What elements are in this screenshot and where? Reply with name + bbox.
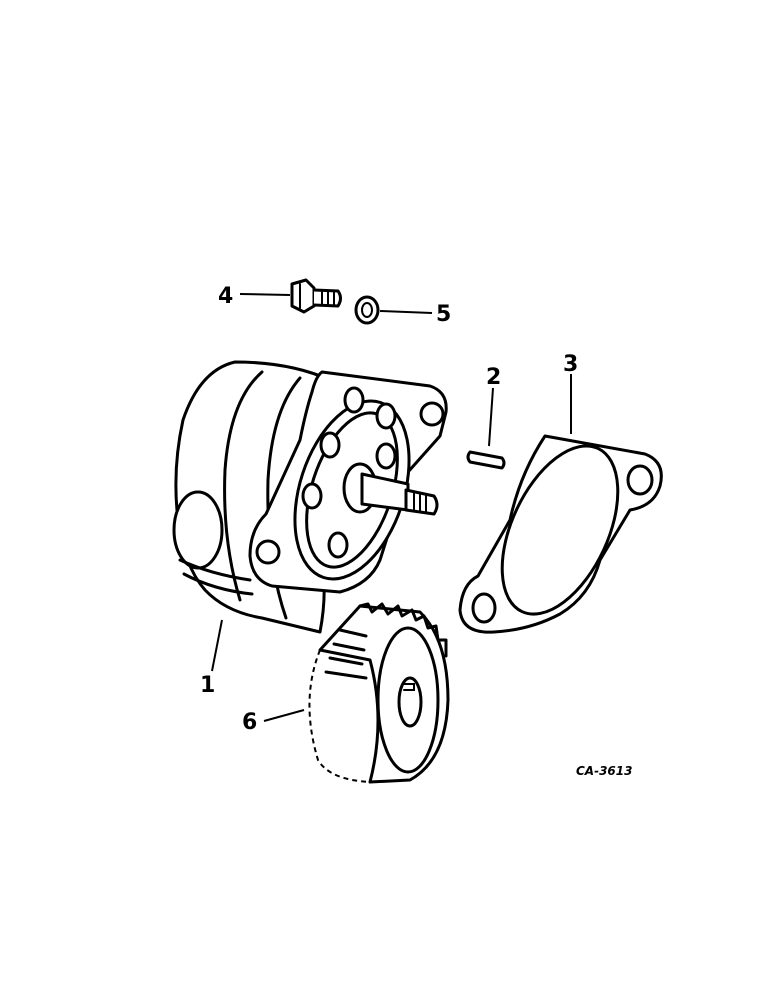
drawing-code: CA-3613: [576, 764, 632, 778]
callout-4: 4: [218, 284, 233, 309]
bolt-part: [290, 278, 342, 314]
callout-3: 3: [563, 352, 578, 377]
leader-line-1: [211, 619, 223, 672]
leader-line-4: [239, 293, 291, 296]
leader-line-5: [379, 310, 433, 314]
gasket-part: [458, 434, 663, 634]
gear-part: [308, 602, 450, 784]
leader-line-2: [488, 387, 494, 447]
washer-part: [354, 295, 380, 325]
pin-part: [466, 450, 506, 470]
callout-5: 5: [436, 302, 451, 327]
callout-1: 1: [200, 673, 215, 698]
callout-6: 6: [242, 710, 257, 735]
pump-body-part: [172, 360, 448, 634]
leader-line-6: [263, 709, 305, 722]
callout-2: 2: [486, 365, 501, 390]
